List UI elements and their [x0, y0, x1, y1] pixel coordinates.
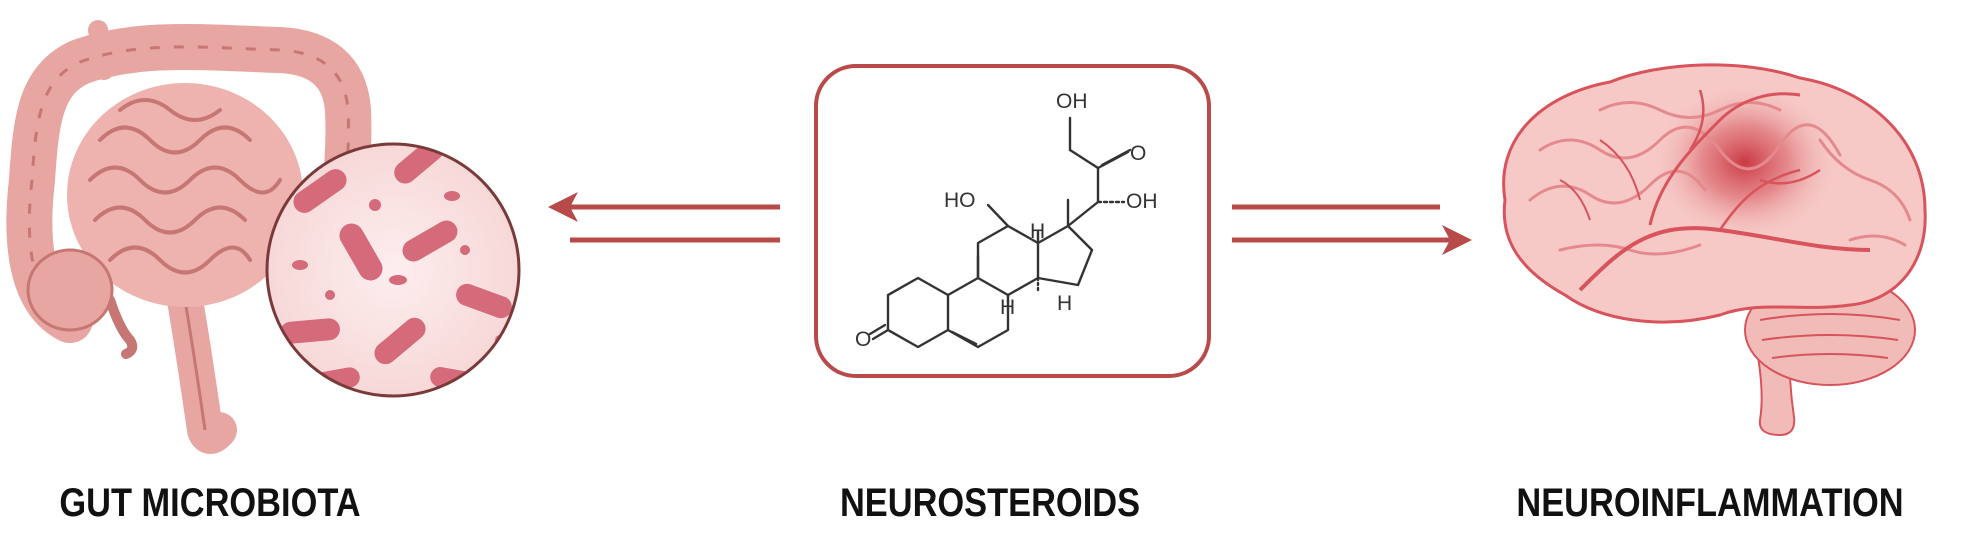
atom-h-8: H: [1030, 220, 1045, 243]
arrow-to-gut: [548, 192, 780, 243]
brain-illustration: [1502, 63, 1927, 437]
microbe-magnifier: [265, 142, 521, 398]
neurosteroids-label: NEUROSTEROIDS: [839, 481, 1141, 525]
neuroinflammation-label: NEUROINFLAMMATION: [1516, 481, 1904, 525]
intestine-illustration: [6, 20, 372, 454]
steroid-structure: [868, 116, 1132, 349]
atom-oh-17: OH: [1126, 190, 1158, 213]
atom-h-9: H: [1000, 296, 1015, 319]
atom-h-14: H: [1057, 292, 1072, 315]
atom-oh-top: OH: [1056, 90, 1088, 113]
atom-o-ketone-3: O: [855, 328, 871, 351]
atom-o-ketone-side: O: [1130, 142, 1146, 165]
arrow-to-brain: [1232, 204, 1472, 255]
gut-microbiota-label: GUT MICROBIOTA: [59, 481, 361, 525]
atom-ho-11: HO: [944, 189, 976, 212]
steroid-box: [814, 64, 1211, 378]
